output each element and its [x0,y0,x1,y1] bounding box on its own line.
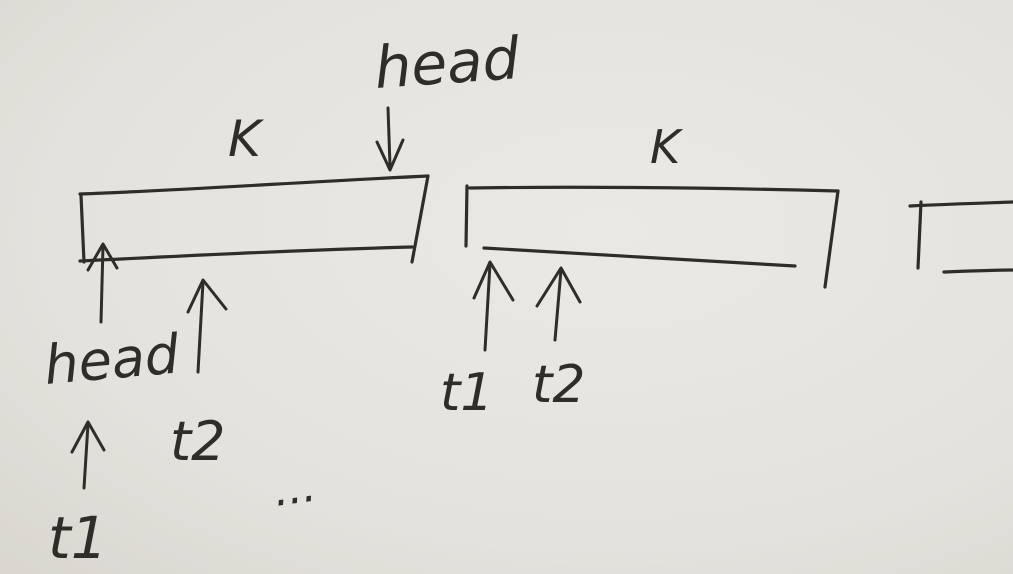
right-block-top-edge [908,200,1013,208]
k-right-label: K [650,120,684,174]
t1-left-label: t1 [48,504,108,572]
left-block [78,174,430,264]
t2-right-label: t2 [532,355,585,415]
middle-block-top-edge [468,185,840,193]
ink-layer: head K K head t2 ... t1 t1 t2 [42,24,1013,572]
t1-right-arrow [472,260,515,352]
head-top-label: head [372,24,522,102]
head-left-arrow [86,242,119,324]
head-top-arrow [375,106,405,172]
middle-block-left-edge [464,184,469,248]
middle-block [464,184,840,289]
right-partial-block [908,200,1013,274]
right-block-bottom-edge [942,268,1013,274]
head-left-label: head [42,322,183,397]
middle-block-right-edge [823,189,840,289]
k-left-label: K [228,110,265,168]
middle-block-bottom-edge [482,246,797,268]
left-block-left-edge [79,193,86,264]
t2-right-arrow [535,266,582,342]
left-block-bottom-edge [78,245,414,263]
t1-left-arrow [70,420,106,490]
left-block-top-edge [78,174,430,196]
t2-left-label: t2 [170,410,226,473]
t2-left-arrow [186,278,228,374]
left-block-right-edge [410,174,430,264]
ellipsis-label: ... [270,461,319,517]
t1-right-label: t1 [440,363,493,423]
right-block-left-edge [916,200,923,270]
